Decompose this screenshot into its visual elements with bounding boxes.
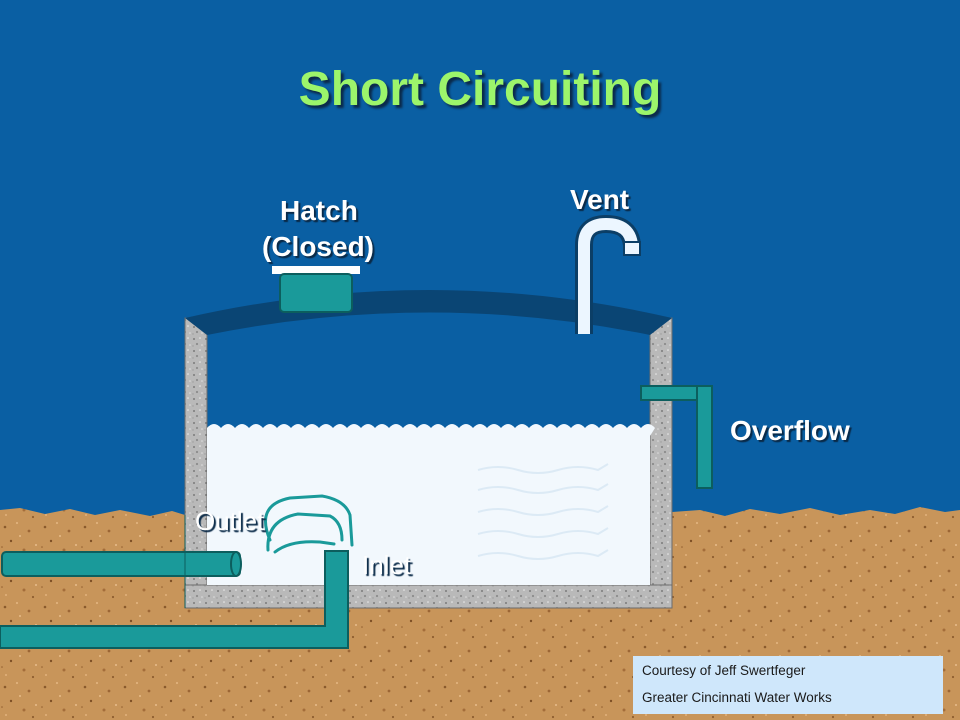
credit-box: Courtesy of Jeff Swertfeger Greater Cinc… xyxy=(633,656,943,714)
ground-soil-under-tank xyxy=(180,605,680,720)
water-surface-waves xyxy=(207,424,655,436)
overflow-label: Overflow xyxy=(730,415,850,446)
outlet-pipe-mouth xyxy=(230,551,242,577)
hatch-lid xyxy=(272,266,360,274)
stagnant-flow-lines xyxy=(477,463,609,560)
inlet-label: Inlet xyxy=(362,550,412,580)
diagram-title: Short Circuiting xyxy=(298,63,662,116)
tank-floor xyxy=(184,584,673,609)
vent-pipe-inner xyxy=(578,217,638,334)
short-circuit-flow-lines xyxy=(264,494,354,554)
overflow-pipe-vertical xyxy=(696,385,713,489)
tank-roof xyxy=(185,290,672,335)
outlet-pipe xyxy=(1,551,241,577)
vent-cap xyxy=(623,241,641,256)
ground-soil xyxy=(0,508,185,720)
outlet-label: Outlet xyxy=(195,506,265,536)
tank-water xyxy=(207,428,650,585)
inlet-pipe xyxy=(0,550,349,649)
credit-line2: Greater Cincinnati Water Works xyxy=(642,690,832,705)
hatch-label-line1: Hatch xyxy=(280,195,358,226)
credit-line1: Courtesy of Jeff Swertfeger xyxy=(642,663,806,678)
hatch-body xyxy=(279,273,353,313)
vent-label: Vent xyxy=(570,184,630,215)
hatch-label-line2: (Closed) xyxy=(262,231,374,262)
tank-wall-right xyxy=(649,317,673,609)
